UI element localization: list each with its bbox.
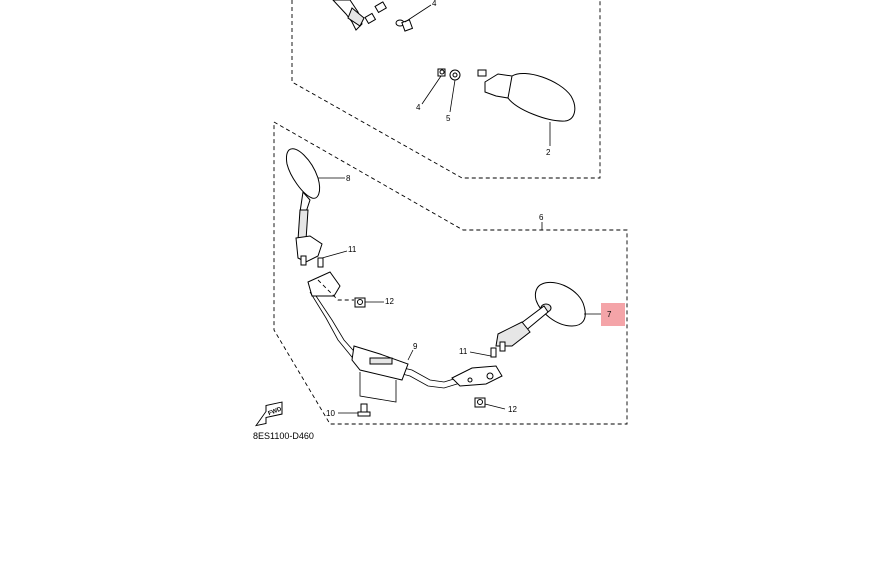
callout-2-text: 2 <box>546 148 551 157</box>
callout-12-right-text: 12 <box>508 405 517 414</box>
callout-10-text: 10 <box>326 409 335 418</box>
callout-7-highlight <box>601 303 625 326</box>
callout-11-left[interactable]: 11 <box>348 245 357 254</box>
callout-6-text: 6 <box>539 213 544 222</box>
callout-2[interactable]: 2 <box>546 148 551 157</box>
callout-12-right[interactable]: 12 <box>508 405 517 414</box>
callout-10[interactable]: 10 <box>326 409 335 418</box>
callout-6[interactable]: 6 <box>539 213 544 222</box>
callout-8[interactable]: 8 <box>346 174 351 183</box>
stay-9 <box>307 271 503 389</box>
callout-5-text: 5 <box>446 114 451 123</box>
callout-8-text: 8 <box>346 174 351 183</box>
callout-12-left-text: 12 <box>385 297 394 306</box>
callout-7-text: 7 <box>607 310 612 319</box>
upper-mirror-assembly-left <box>332 0 365 31</box>
callout-4-top-text: 4 <box>432 0 437 8</box>
nut-4-washer-5 <box>437 68 461 81</box>
callout-11-right-text: 11 <box>459 347 468 356</box>
callout-4-mid[interactable]: 4 <box>416 103 421 112</box>
diagram-code: 8ES1100-D460 <box>253 431 314 441</box>
callout-11-right[interactable]: 11 <box>459 347 468 356</box>
callout-9[interactable]: 9 <box>413 342 418 351</box>
mirror-2 <box>477 69 576 122</box>
callout-5[interactable]: 5 <box>446 114 451 123</box>
mirror-8 <box>285 148 323 263</box>
callout-4-top[interactable]: 4 <box>432 0 437 8</box>
nut-12-left <box>354 297 366 308</box>
stud-11-left <box>300 255 324 268</box>
nut-12-right <box>474 397 486 408</box>
callout-12-left[interactable]: 12 <box>385 297 394 306</box>
upper-bolts <box>364 1 414 32</box>
callout-9-text: 9 <box>413 342 418 351</box>
callout-11-left-text: 11 <box>348 245 357 254</box>
stud-11-right <box>490 341 506 358</box>
bolt-10 <box>357 403 371 417</box>
callout-7[interactable]: 7 <box>607 310 612 319</box>
fwd-arrow-icon: FWD <box>254 401 284 427</box>
fwd-label: FWD <box>268 406 284 417</box>
lower-group-boundary <box>273 121 628 425</box>
callout-4-mid-text: 4 <box>416 103 421 112</box>
mirror-7 <box>495 282 586 347</box>
